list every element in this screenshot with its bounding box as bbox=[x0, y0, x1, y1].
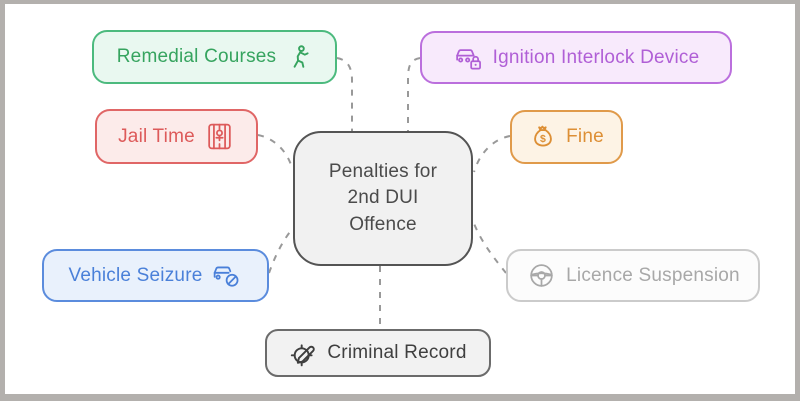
node-label: Remedial Courses bbox=[116, 46, 277, 67]
car-lock-icon bbox=[453, 42, 484, 73]
node-label: Fine bbox=[566, 126, 604, 147]
crosshair-pen-icon bbox=[289, 339, 318, 368]
node-jail-time: Jail Time bbox=[95, 109, 258, 164]
money-bag-icon: $ bbox=[529, 123, 557, 151]
dashed-connectors bbox=[257, 57, 511, 329]
jail-bars-icon bbox=[204, 121, 235, 152]
svg-text:$: $ bbox=[540, 133, 546, 145]
node-criminal-record: Criminal Record bbox=[265, 329, 491, 377]
car-ban-icon bbox=[211, 260, 242, 291]
node-label: Criminal Record bbox=[327, 342, 467, 363]
mindmap-canvas: Penalties for 2nd DUI Offence Remedial C… bbox=[5, 4, 795, 394]
node-label: Ignition Interlock Device bbox=[492, 46, 700, 68]
node-label: Jail Time bbox=[118, 125, 195, 147]
connector-ignition-to-center bbox=[407, 57, 421, 131]
node-label: Vehicle Seizure bbox=[68, 264, 203, 286]
node-licence-suspension: Licence Suspension bbox=[506, 249, 760, 302]
node-vehicle-seizure: Vehicle Seizure bbox=[42, 249, 269, 302]
exercise-person-icon bbox=[285, 44, 312, 71]
connector-licence-to-center bbox=[472, 220, 507, 274]
central-node-line: Offence bbox=[349, 213, 417, 235]
node-fine: $ Fine bbox=[510, 110, 623, 164]
connector-remedial-to-center bbox=[336, 57, 353, 131]
connector-fine-to-center bbox=[473, 135, 511, 173]
connector-vehicle-to-center bbox=[268, 227, 294, 274]
node-remedial-courses: Remedial Courses bbox=[92, 30, 337, 84]
central-node-line: 2nd DUI bbox=[347, 187, 419, 209]
node-label: Licence Suspension bbox=[566, 264, 740, 286]
steering-wheel-icon bbox=[526, 260, 557, 291]
connector-jail-to-center bbox=[257, 134, 293, 169]
central-node-penalties: Penalties for 2nd DUI Offence bbox=[293, 131, 473, 266]
node-ignition-interlock-device: Ignition Interlock Device bbox=[420, 31, 732, 84]
central-node-line: Penalties for bbox=[328, 161, 438, 183]
